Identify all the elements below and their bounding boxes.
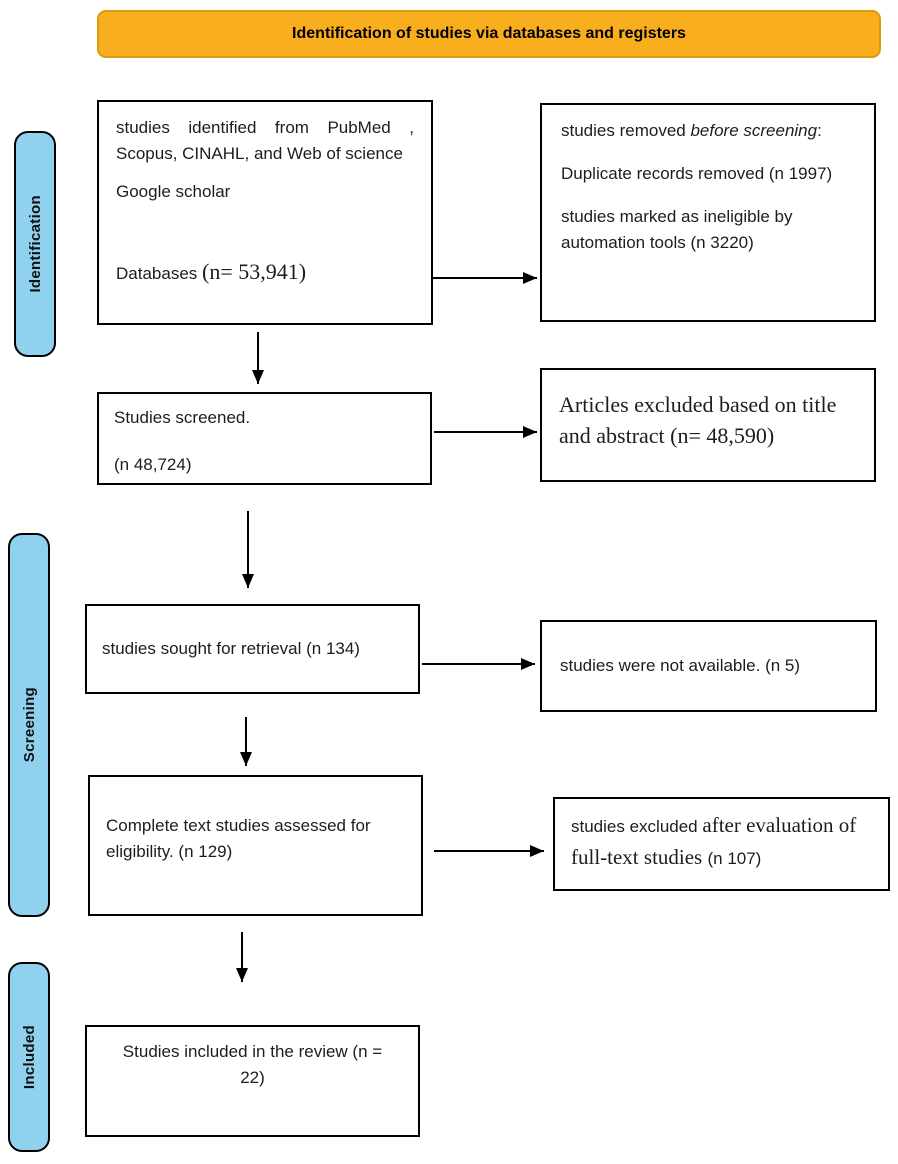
box-articles-excluded-title-abstract: Articles excluded based on title and abs… <box>540 368 876 482</box>
identified-databases-count: Databases (n= 53,941) <box>116 259 414 287</box>
removed-duplicates-text: Duplicate records removed (n 1997) <box>561 164 833 183</box>
screened-text: Studies screened. <box>114 408 251 427</box>
removed-heading: studies removed before screening: <box>561 118 855 144</box>
box-studies-screened: Studies screened. (n 48,724) <box>97 392 432 485</box>
stage-label-included: Included <box>8 962 50 1152</box>
stage-label-screening: Screening <box>8 533 50 917</box>
box-studies-excluded-fulltext: studies excluded after evaluation of ful… <box>553 797 890 891</box>
removed-automation-text: studies marked as ineligible by automati… <box>561 207 793 252</box>
databases-label: Databases <box>116 264 202 283</box>
diagram-title-banner: Identification of studies via databases … <box>97 10 881 58</box>
excluded-fulltext-prefix: studies excluded <box>571 817 703 836</box>
screened-n-value: (n 48,724) <box>114 455 192 474</box>
box-studies-not-available: studies were not available. (n 5) <box>540 620 877 712</box>
stage-label-included-text: Included <box>20 1024 38 1090</box>
stage-label-screening-text: Screening <box>20 687 38 763</box>
excluded-fulltext-n-value: (n 107) <box>707 849 762 868</box>
not-available-text: studies were not available. (n 5) <box>560 656 801 675</box>
box-studies-assessed: Complete text studies assessed for eligi… <box>88 775 423 916</box>
stage-label-identification-text: Identification <box>26 195 44 293</box>
identified-google-scholar-text: Google scholar <box>116 182 231 201</box>
box-studies-included: Studies included in the review (n = 22) <box>85 1025 420 1137</box>
box-studies-removed: studies removed before screening: Duplic… <box>540 103 876 322</box>
removed-heading-italic: before screening <box>690 121 818 140</box>
box-studies-sought: studies sought for retrieval (n 134) <box>85 604 420 694</box>
box-studies-identified: studies identified from PubMed , Scopus,… <box>97 100 433 325</box>
included-text: Studies included in the review (n = 22) <box>122 1042 383 1087</box>
assessed-text: Complete text studies assessed for eligi… <box>106 816 371 861</box>
stage-label-identification: Identification <box>14 131 56 357</box>
excluded-title-abstract-text: Articles excluded based on title and abs… <box>559 392 837 448</box>
removed-heading-prefix: studies removed <box>561 121 691 140</box>
excluded-fulltext-serif-text: after evaluation of full-text studies <box>571 813 857 869</box>
diagram-title: Identification of studies via databases … <box>292 25 686 42</box>
databases-n-value: (n= 53,941) <box>202 259 307 284</box>
identified-sources-text: studies identified from PubMed , Scopus,… <box>116 118 414 163</box>
removed-heading-suffix: : <box>817 121 822 140</box>
sought-text: studies sought for retrieval (n 134) <box>102 639 360 658</box>
